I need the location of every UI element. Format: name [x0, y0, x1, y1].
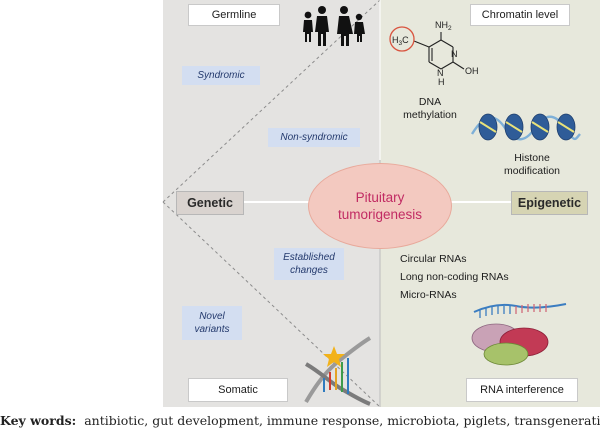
established-changes-tag: Established changes — [274, 248, 344, 280]
chromatin-level-box: Chromatin level — [470, 4, 570, 26]
germline-box: Germline — [188, 4, 280, 26]
n-top-label: N — [451, 49, 458, 59]
non-syndromic-tag: Non-syndromic — [268, 128, 360, 147]
rna-list: Circular RNAs Long non-coding RNAs Micro… — [400, 250, 509, 304]
family-icon — [303, 6, 365, 46]
rna-item-circular: Circular RNAs — [400, 253, 467, 265]
chromatin-level-label: Chromatin level — [481, 9, 559, 21]
cytosine-molecule-icon: NH2 H3C N N H OH — [389, 20, 479, 87]
keywords-text: antibiotic, gut development, immune resp… — [84, 413, 600, 428]
oh-label: OH — [465, 66, 479, 76]
somatic-label: Somatic — [218, 384, 258, 396]
rna-interference-box: RNA interference — [466, 378, 578, 402]
genetic-label-box: Genetic — [176, 191, 244, 215]
novel-variants-tag: Novel variants — [182, 306, 242, 340]
rna-interference-icon — [471, 303, 567, 366]
n-bottom-label: N — [437, 68, 444, 78]
h-label: H — [438, 77, 445, 87]
germline-label: Germline — [211, 9, 257, 21]
pituitary-tumorigenesis-node: Pituitary tumorigenesis — [308, 163, 452, 249]
rna-item-micro: Micro-RNAs — [400, 289, 457, 301]
h3c-label: H3C — [392, 35, 409, 47]
dna-methylation-label: DNA methylation — [403, 96, 457, 121]
keywords-label: Key words: — [0, 413, 77, 428]
histone-modification-label: Histone modification — [503, 152, 561, 177]
epigenetic-label-box: Epigenetic — [511, 191, 588, 215]
rna-interference-label: RNA interference — [480, 384, 564, 396]
nh2-label: NH2 — [435, 20, 452, 32]
syndromic-tag: Syndromic — [182, 66, 260, 85]
keywords-line: Key words: antibiotic, gut development, … — [0, 413, 600, 428]
rna-item-long-non-coding: Long non-coding RNAs — [400, 271, 509, 283]
histone-icon — [470, 113, 581, 141]
somatic-box: Somatic — [188, 378, 288, 402]
dna-helix-icon — [304, 336, 372, 406]
